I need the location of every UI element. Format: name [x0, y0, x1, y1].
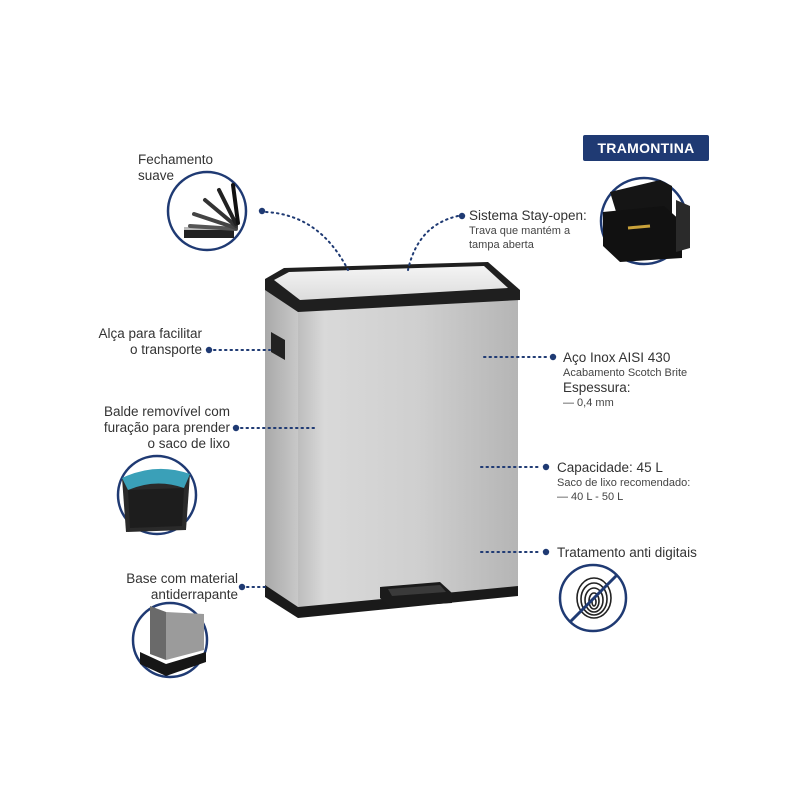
capacity-sub2: — 40 L - 50 L [557, 491, 624, 503]
soft-close-line2: suave [138, 168, 175, 183]
handle-line1: Alça para facilitar [98, 326, 202, 341]
removable-bucket-icon [116, 454, 198, 536]
anti-fingerprint-label: Tratamento anti digitais [557, 545, 697, 561]
brand-logo: TRAMONTINA [583, 135, 709, 161]
base-label: Base com material antiderrapante [100, 571, 238, 603]
soft-close-line1: Fechamento [138, 152, 214, 167]
steel-label: Aço Inox AISI 430 Acabamento Scotch Brit… [563, 350, 687, 410]
bucket-label: Balde removível com furação para prender… [84, 404, 230, 452]
bucket-line3: o saco de lixo [147, 436, 230, 451]
soft-close-lid-icon [166, 170, 248, 252]
capacity-label: Capacidade: 45 L Saco de lixo recomendad… [557, 460, 690, 504]
stay-open-lid-icon [599, 176, 690, 266]
stay-open-title: Sistema Stay-open: [469, 208, 587, 223]
steel-sub2: Espessura: [563, 380, 631, 395]
steel-sub1: Acabamento Scotch Brite [563, 367, 688, 379]
capacity-sub1: Saco de lixo recomendado: [557, 477, 691, 489]
stay-open-sub2: tampa aberta [469, 239, 534, 251]
steel-sub3: — 0,4 mm [563, 397, 614, 409]
base-line2: antiderrapante [150, 587, 238, 602]
no-fingerprint-icon [558, 563, 628, 633]
connector-lines [205, 207, 557, 591]
handle-label: Alça para facilitar o transporte [96, 326, 202, 358]
stay-open-sub1: Trava que mantém a [469, 225, 571, 237]
bucket-line2: furação para prender [103, 420, 230, 435]
capacity-title: Capacidade: 45 L [557, 460, 663, 475]
anti-fingerprint-title: Tratamento anti digitais [557, 545, 697, 560]
base-line1: Base com material [126, 571, 238, 586]
handle-line2: o transporte [129, 342, 202, 357]
soft-close-label: Fechamento suave [138, 152, 213, 184]
stay-open-label: Sistema Stay-open: Trava que mantém a ta… [469, 208, 587, 252]
steel-title: Aço Inox AISI 430 [563, 350, 671, 365]
trash-can [265, 262, 520, 618]
bucket-line1: Balde removível com [103, 404, 230, 419]
non-slip-base-icon [131, 601, 209, 679]
